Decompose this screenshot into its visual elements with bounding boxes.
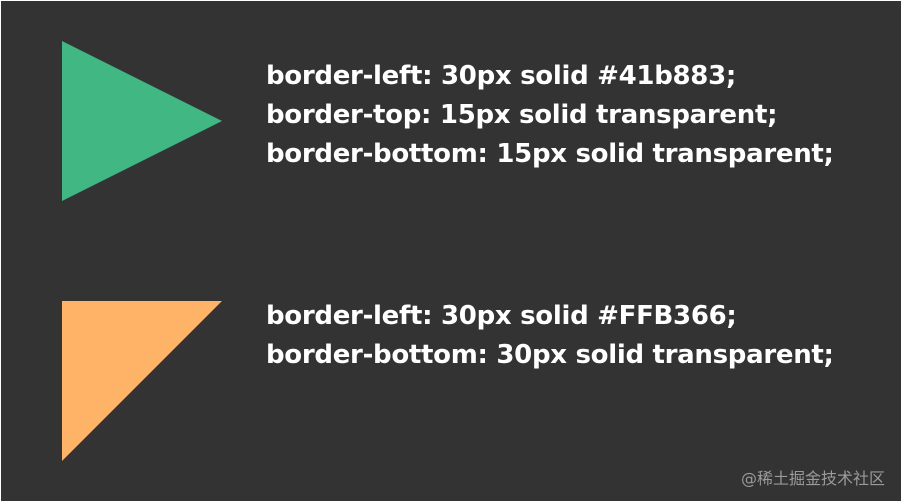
css-code-line: border-top: 15px solid transparent; — [266, 100, 778, 130]
css-code-block-orange: border-left: 30px solid #FFB366; border-… — [266, 297, 834, 375]
css-code-line: border-left: 30px solid #FFB366; — [266, 301, 737, 331]
css-code-line: border-bottom: 30px solid transparent; — [266, 340, 834, 370]
css-code-line: border-bottom: 15px solid transparent; — [266, 139, 834, 169]
css-code-line: border-left: 30px solid #41b883; — [266, 61, 736, 91]
orange-corner-triangle — [62, 301, 222, 461]
css-code-block-green: border-left: 30px solid #41b883; border-… — [266, 57, 834, 174]
watermark: @稀土掘金技术社区 — [740, 469, 885, 488]
green-right-triangle — [62, 41, 222, 201]
